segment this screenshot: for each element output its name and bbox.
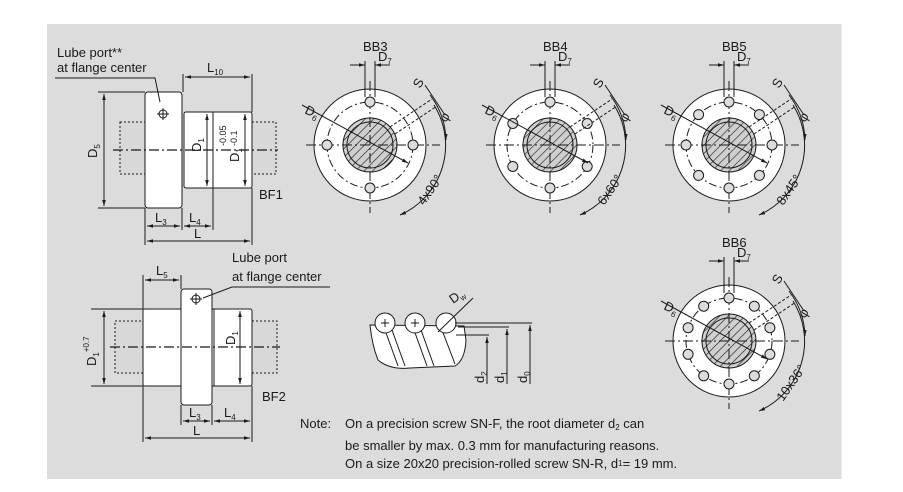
ball-3 — [435, 312, 457, 334]
bolt-hole — [723, 378, 735, 390]
flange-dim-s: S — [410, 75, 427, 90]
bf1-dim-l: L — [194, 226, 201, 241]
bf2-title: BF2 — [262, 389, 286, 404]
note-block: Note: On a precision screw SN-F, the roo… — [300, 415, 677, 473]
bf1-lube-port-label: Lube port** — [57, 45, 122, 60]
bolt-hole — [698, 370, 710, 382]
screw-dim-d2: d2 — [472, 371, 489, 383]
bolt-hole — [748, 300, 760, 312]
bf1-dim-d1-tol-upper: -0.05 — [218, 125, 228, 146]
bolt-hole — [544, 182, 556, 194]
bf1-dim-l10: L10 — [207, 60, 224, 77]
bf2-dim-d1: D1 — [223, 331, 240, 345]
flange-dim-s: S — [769, 75, 786, 90]
flange-dim-phi: φ — [616, 110, 633, 125]
bf2-drawing — [91, 275, 330, 442]
flange-bb6 — [660, 257, 807, 412]
flange-dim-d6: D6 — [302, 102, 322, 123]
note-line-2: be smaller by max. 0.3 mm for manufactur… — [345, 438, 660, 453]
bf2-dim-d1-tol: D1+0.7 — [82, 336, 101, 366]
flange-angle-label: 4x90° — [414, 172, 445, 208]
bf2-dim-l3: L3 — [189, 405, 201, 422]
bolt-hole — [723, 182, 735, 194]
bf1-dim-d1-tol-lower: -0.1 — [229, 130, 239, 146]
flange-title-bb3: BB3 — [363, 39, 388, 54]
bolt-hole — [753, 169, 765, 181]
bf2-lube-port-label: Lube port — [232, 250, 287, 265]
flange-dim-s: S — [769, 271, 786, 286]
bolt-hole — [693, 169, 705, 181]
bolt-hole — [766, 139, 778, 151]
bf1-dim-d1: D1 — [189, 138, 206, 152]
flange-dim-d7: D7 — [737, 49, 751, 66]
note-line-3: On a size 20x20 precision-rolled screw S… — [345, 456, 678, 471]
bolt-hole — [364, 96, 376, 108]
bf1-title: BF1 — [259, 187, 283, 202]
bf1-dim-l4: L4 — [189, 210, 201, 227]
flange-dim-phi: φ — [795, 306, 812, 321]
bf1-dim-d5: D5 — [85, 144, 102, 158]
note-head: Note: — [300, 416, 332, 431]
bolt-hole — [364, 182, 376, 194]
flange-bb5 — [660, 61, 807, 216]
bolt-hole — [544, 96, 556, 108]
bolt-hole — [407, 139, 419, 151]
flange-dim-phi: φ — [795, 110, 812, 125]
flange-dim-s: S — [590, 75, 607, 90]
bolt-hole — [581, 118, 593, 129]
bf2-lube-port-label-2: at flange center — [232, 269, 322, 284]
flange-angle-label: 8x45° — [773, 172, 804, 208]
screw-dim-d1: d1 — [492, 371, 509, 383]
bolt-hole — [748, 370, 760, 382]
flange-title-bb5: BB5 — [722, 39, 747, 54]
bf2-dim-l4: L4 — [224, 405, 236, 422]
bolt-hole — [764, 348, 776, 360]
flange-dim-phi: φ — [436, 110, 453, 125]
bolt-hole — [723, 292, 735, 304]
flange-dim-d7: D7 — [378, 49, 392, 66]
screw-dim-d0: d0 — [515, 371, 532, 383]
bolt-hole — [723, 96, 735, 108]
bf1-shaft-left — [119, 121, 146, 175]
screw-dim-dw: Dw — [446, 285, 468, 308]
bf2-dim-l: L — [193, 423, 200, 438]
flange-bb4 — [481, 61, 628, 216]
flange-dim-d7: D7 — [737, 245, 751, 262]
flange-dim-d6: D6 — [661, 102, 681, 123]
screw-detail — [369, 297, 532, 384]
bf1-shaft-right — [251, 121, 277, 175]
flange-dim-d7: D7 — [558, 49, 572, 66]
flange-dim-d6: D6 — [661, 298, 681, 319]
bolt-hole — [321, 139, 333, 151]
flange-title-bb6: BB6 — [722, 235, 747, 250]
bf1-dim-d1-tol: D1 — [227, 148, 244, 162]
bolt-hole — [680, 139, 692, 151]
bf1-dim-l3: L3 — [155, 210, 167, 227]
flange-angle-label: 6x60° — [594, 172, 625, 208]
flange-title-bb4: BB4 — [543, 39, 568, 54]
flange-dim-d6: D6 — [482, 102, 502, 123]
note-line-1: On a precision screw SN-F, the root diam… — [345, 416, 645, 432]
bf1-lube-port-label-2: at flange center — [57, 60, 147, 75]
bolt-hole — [764, 322, 776, 334]
bf2-dim-l5: L5 — [156, 263, 168, 280]
flange-bb3 — [301, 61, 448, 216]
bolt-hole — [682, 322, 694, 334]
bf1-drawing — [55, 74, 278, 245]
bolt-hole — [682, 348, 694, 360]
bolt-hole — [698, 300, 710, 312]
bolt-hole — [693, 109, 705, 121]
bolt-hole — [507, 161, 519, 172]
